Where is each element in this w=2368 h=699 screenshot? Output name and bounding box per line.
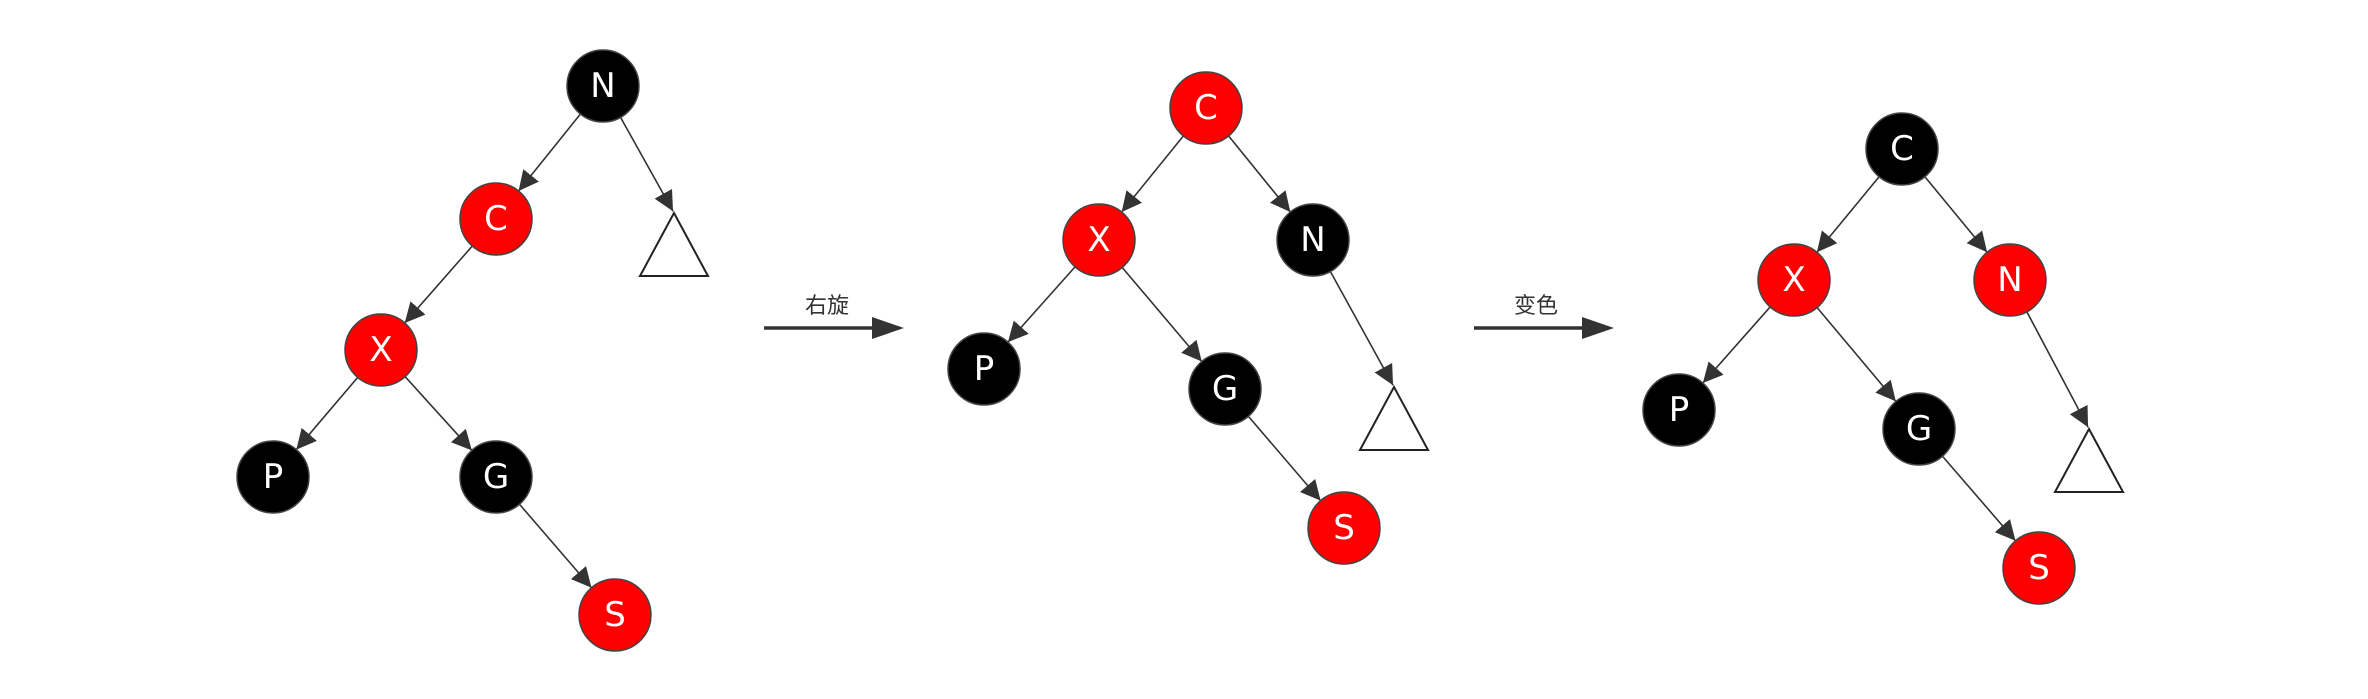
- node-tree2-X: X: [1062, 203, 1136, 277]
- edge-tree1-C-X: [404, 245, 473, 324]
- node-label: S: [1333, 508, 1355, 548]
- subtree-triangle-tree2: [1358, 384, 1430, 451]
- node-label: N: [1997, 260, 2022, 300]
- node-circle: [344, 313, 418, 387]
- node-label: N: [1300, 220, 1325, 260]
- node-label: C: [484, 199, 508, 239]
- edge-tree3-C-X: [1816, 176, 1880, 253]
- node-circle: [1865, 112, 1939, 186]
- edge-tree3-G-S: [1941, 455, 2017, 542]
- operation-label-recolor: 变色: [1514, 294, 1558, 319]
- operation-arrowhead-recolor: [1582, 317, 1614, 339]
- node-circle: [1882, 392, 1956, 466]
- edge-tree1-N-T: [619, 117, 674, 212]
- node-tree1-N: N: [566, 49, 640, 123]
- node-tree3-C: C: [1865, 112, 1939, 186]
- node-tree3-S: S: [2002, 531, 2076, 605]
- node-label: X: [369, 330, 392, 370]
- node-label: G: [1212, 369, 1238, 409]
- node-tree2-S: S: [1307, 491, 1381, 565]
- node-label: X: [1782, 260, 1805, 300]
- edge-tree3-N-T: [2026, 311, 2089, 428]
- node-tree2-G: G: [1188, 352, 1262, 426]
- node-circle: [1276, 203, 1350, 277]
- node-circle: [1757, 243, 1831, 317]
- node-circle: [236, 440, 310, 514]
- node-circle: [1642, 373, 1716, 447]
- node-tree3-G: G: [1882, 392, 1956, 466]
- node-label: N: [590, 66, 615, 106]
- node-tree1-C: C: [459, 182, 533, 256]
- node-circle: [459, 440, 533, 514]
- node-circle: [1062, 203, 1136, 277]
- node-label: S: [2028, 548, 2050, 588]
- node-tree2-N: N: [1276, 203, 1350, 277]
- node-circle: [566, 49, 640, 123]
- operation-label-right-rotate: 右旋: [805, 294, 849, 319]
- node-label: G: [1906, 409, 1932, 449]
- operation-recolor: 变色: [1474, 294, 1614, 339]
- node-label: P: [1669, 390, 1690, 430]
- node-circle: [459, 182, 533, 256]
- node-label: X: [1087, 220, 1110, 260]
- node-tree1-S: S: [578, 578, 652, 652]
- edge-tree1-X-P: [295, 376, 359, 451]
- edge-tree1-X-G: [404, 376, 473, 451]
- node-tree2-P: P: [947, 332, 1021, 406]
- subtree-triangle-tree1: [638, 210, 710, 277]
- node-circle: [2002, 531, 2076, 605]
- node-tree1-X: X: [344, 313, 418, 387]
- node-label: P: [974, 349, 995, 389]
- node-label: S: [604, 595, 626, 635]
- node-tree3-N: N: [1973, 243, 2047, 317]
- node-tree2-C: C: [1169, 71, 1243, 145]
- edge-tree2-N-T: [1329, 271, 1394, 386]
- edge-tree2-G-S: [1247, 415, 1322, 502]
- edge-tree1-G-S: [518, 503, 593, 589]
- edge-tree2-X-G: [1121, 266, 1203, 363]
- node-circle: [1169, 71, 1243, 145]
- node-circle: [578, 578, 652, 652]
- node-label: G: [483, 457, 509, 497]
- node-label: C: [1194, 88, 1218, 128]
- node-label: C: [1890, 129, 1914, 169]
- node-tree3-X: X: [1757, 243, 1831, 317]
- node-circle: [1307, 491, 1381, 565]
- edge-tree3-C-N: [1924, 176, 1988, 253]
- edge-tree2-X-P: [1007, 266, 1076, 343]
- subtree-triangle-tree3: [2053, 426, 2125, 493]
- edge-tree1-N-C: [517, 113, 582, 192]
- node-tree3-P: P: [1642, 373, 1716, 447]
- edge-tree2-C-X: [1121, 135, 1184, 213]
- operation-arrowhead-right-rotate: [872, 317, 904, 339]
- edge-tree3-X-P: [1702, 306, 1771, 384]
- node-tree1-P: P: [236, 440, 310, 514]
- node-tree1-G: G: [459, 440, 533, 514]
- node-circle: [1973, 243, 2047, 317]
- node-circle: [947, 332, 1021, 406]
- node-label: P: [263, 457, 284, 497]
- edge-tree3-X-G: [1816, 307, 1897, 402]
- edge-tree2-C-N: [1228, 135, 1291, 213]
- operation-right-rotate: 右旋: [764, 294, 904, 339]
- node-circle: [1188, 352, 1262, 426]
